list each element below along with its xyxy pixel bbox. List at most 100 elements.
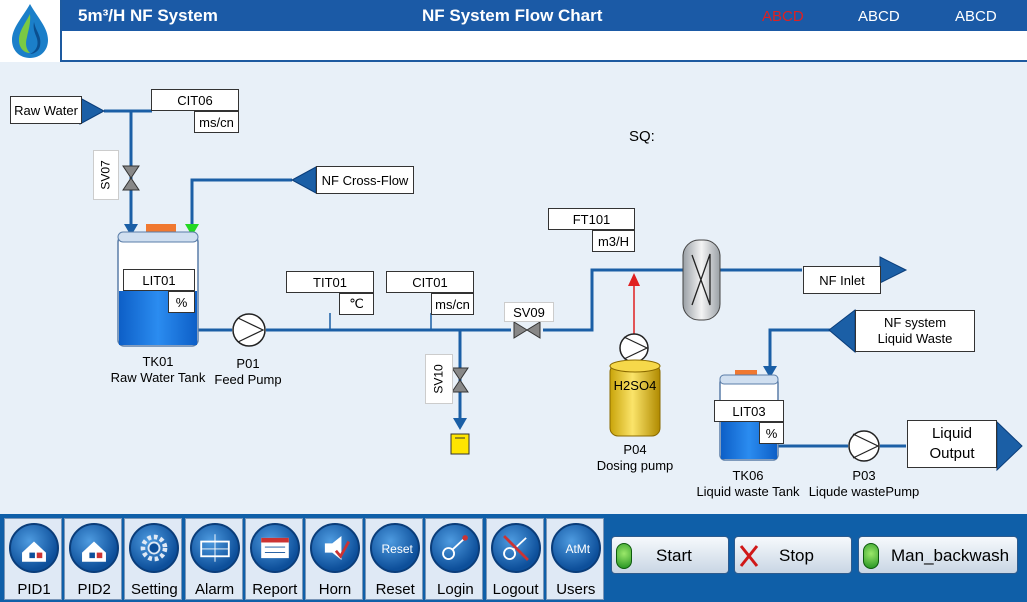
- ft101-unit: m3/H: [592, 230, 635, 252]
- flow-arrow-icon: [453, 418, 467, 430]
- nav-logout-button[interactable]: Logout: [485, 518, 544, 600]
- nf-waste-label-1: NF system: [883, 315, 947, 330]
- nav-label: Horn: [318, 581, 352, 598]
- stop-button[interactable]: Stop: [734, 536, 852, 574]
- tk06-name: Liquid waste Tank: [696, 484, 800, 499]
- reset-icon: Reset: [370, 523, 421, 573]
- tit01-unit: ℃: [339, 293, 374, 315]
- lit03-tag[interactable]: LIT03: [714, 400, 784, 422]
- drain-bucket-icon: [450, 433, 470, 455]
- tk06-tag: TK06: [732, 468, 764, 483]
- valve-sv09-icon: [513, 321, 541, 339]
- flow-arrow-icon: [763, 366, 777, 378]
- tk01-label: TK01 Raw Water Tank: [96, 354, 220, 386]
- valve-sv10-icon: [451, 367, 469, 393]
- sv07-label[interactable]: SV07: [93, 150, 119, 200]
- p03-name: Liqude wastePump: [808, 484, 920, 499]
- app-title: 5m³/H NF System: [78, 6, 218, 25]
- nav-label: Login: [437, 581, 474, 598]
- pump-p01-icon: [232, 313, 266, 347]
- users-icon: AtMt: [550, 523, 601, 573]
- tk01-name: Raw Water Tank: [110, 370, 206, 385]
- dest-liquid-output: Liquid Output: [907, 420, 997, 468]
- sv09-label[interactable]: SV09: [504, 302, 554, 322]
- user-indicator-2: ABCD: [858, 8, 900, 25]
- logout-icon: [490, 523, 541, 573]
- tit01-tag[interactable]: TIT01: [286, 271, 374, 293]
- tk01-tag: TK01: [142, 354, 174, 369]
- valve-sv07-icon: [122, 165, 140, 191]
- alarm-icon: [189, 523, 240, 573]
- house-icon: [69, 523, 120, 573]
- nav-pid1-button[interactable]: PID1: [4, 518, 62, 600]
- backwash-label: Man_backwash: [891, 546, 1010, 565]
- p01-label: P01 Feed Pump: [210, 356, 286, 388]
- nav-horn-button[interactable]: Horn: [305, 518, 363, 600]
- p01-name: Feed Pump: [214, 372, 282, 387]
- sv10-text: SV10: [432, 364, 447, 394]
- dosing-arrow-icon: [628, 273, 640, 286]
- h2so4-label: H2SO4: [613, 378, 657, 393]
- nav-alarm-button[interactable]: Alarm: [184, 518, 243, 600]
- p01-tag: P01: [236, 356, 260, 371]
- dest-nf-inlet: NF Inlet: [803, 266, 881, 294]
- sv10-label[interactable]: SV10: [425, 354, 453, 404]
- start-button[interactable]: Start: [611, 536, 729, 574]
- report-icon: [249, 523, 300, 573]
- nav-login-button[interactable]: Login: [425, 518, 484, 600]
- cit01-unit: ms/cn: [431, 293, 474, 315]
- stop-label: Stop: [779, 546, 814, 565]
- nav-label: Alarm: [195, 581, 235, 598]
- pipes: [104, 109, 906, 448]
- stop-x-icon: [739, 545, 759, 567]
- flow-arrow-icon: [124, 224, 138, 236]
- water-drop-logo-icon: [12, 4, 48, 58]
- nav-pid2-button[interactable]: PID2: [64, 518, 123, 600]
- ft101-tag[interactable]: FT101: [548, 208, 635, 230]
- nav-circle-text: Reset: [381, 542, 413, 556]
- start-indicator-icon: [616, 543, 632, 569]
- man-backwash-button[interactable]: Man_backwash: [858, 536, 1018, 574]
- dosing-tank-h2so4-icon: [609, 359, 661, 437]
- cit06-tag[interactable]: CIT06: [151, 89, 239, 111]
- start-label: Start: [656, 546, 692, 565]
- nav-label: PID1: [17, 581, 51, 598]
- tk06-label: TK06 Liquid waste Tank: [690, 468, 806, 500]
- nf-membrane-icon: [682, 239, 721, 321]
- liquid-output-label-1: Liquid: [931, 425, 973, 442]
- nav-circle-text: AtMt: [565, 542, 591, 556]
- page-title: NF System Flow Chart: [422, 6, 603, 25]
- cit01-tag[interactable]: CIT01: [386, 271, 474, 293]
- nf-waste-label-2: Liquid Waste: [877, 331, 953, 346]
- flow-arrow-icon: [185, 224, 199, 236]
- nav-label: Reset: [375, 581, 415, 598]
- nav-report-button[interactable]: Report: [244, 518, 303, 600]
- process-diagram: Raw Water NF Cross-Flow NF Inlet NF syst…: [0, 62, 1027, 514]
- lit03-unit: %: [759, 422, 784, 444]
- p04-tag: P04: [623, 442, 647, 457]
- liquid-output-label-2: Output: [929, 445, 975, 462]
- tank-tk01-icon: [117, 224, 199, 347]
- lit01-unit: %: [168, 291, 195, 313]
- lit01-tag[interactable]: LIT01: [123, 269, 195, 291]
- source-raw-water: Raw Water: [10, 96, 82, 124]
- p03-label: P03 Liqude wastePump: [806, 468, 922, 500]
- source-nf-cross-flow: NF Cross-Flow: [316, 166, 414, 194]
- user-indicator-1: ABCD: [762, 8, 804, 25]
- house-icon: [9, 523, 59, 573]
- backwash-indicator-icon: [863, 543, 879, 569]
- key-icon: [430, 523, 481, 573]
- header: 5m³/H NF System NF System Flow Chart ABC…: [0, 0, 1027, 62]
- gear-icon: [129, 523, 180, 573]
- pump-p04-icon: [619, 333, 649, 363]
- cit06-unit: ms/cn: [194, 111, 239, 133]
- sv07-text: SV07: [99, 160, 114, 190]
- nav-setting-button[interactable]: Setting: [124, 518, 183, 600]
- source-nf-liquid-waste: NF system Liquid Waste: [855, 310, 975, 352]
- p04-label: P04 Dosing pump: [590, 442, 680, 474]
- sq-readout: SQ:: [629, 128, 655, 145]
